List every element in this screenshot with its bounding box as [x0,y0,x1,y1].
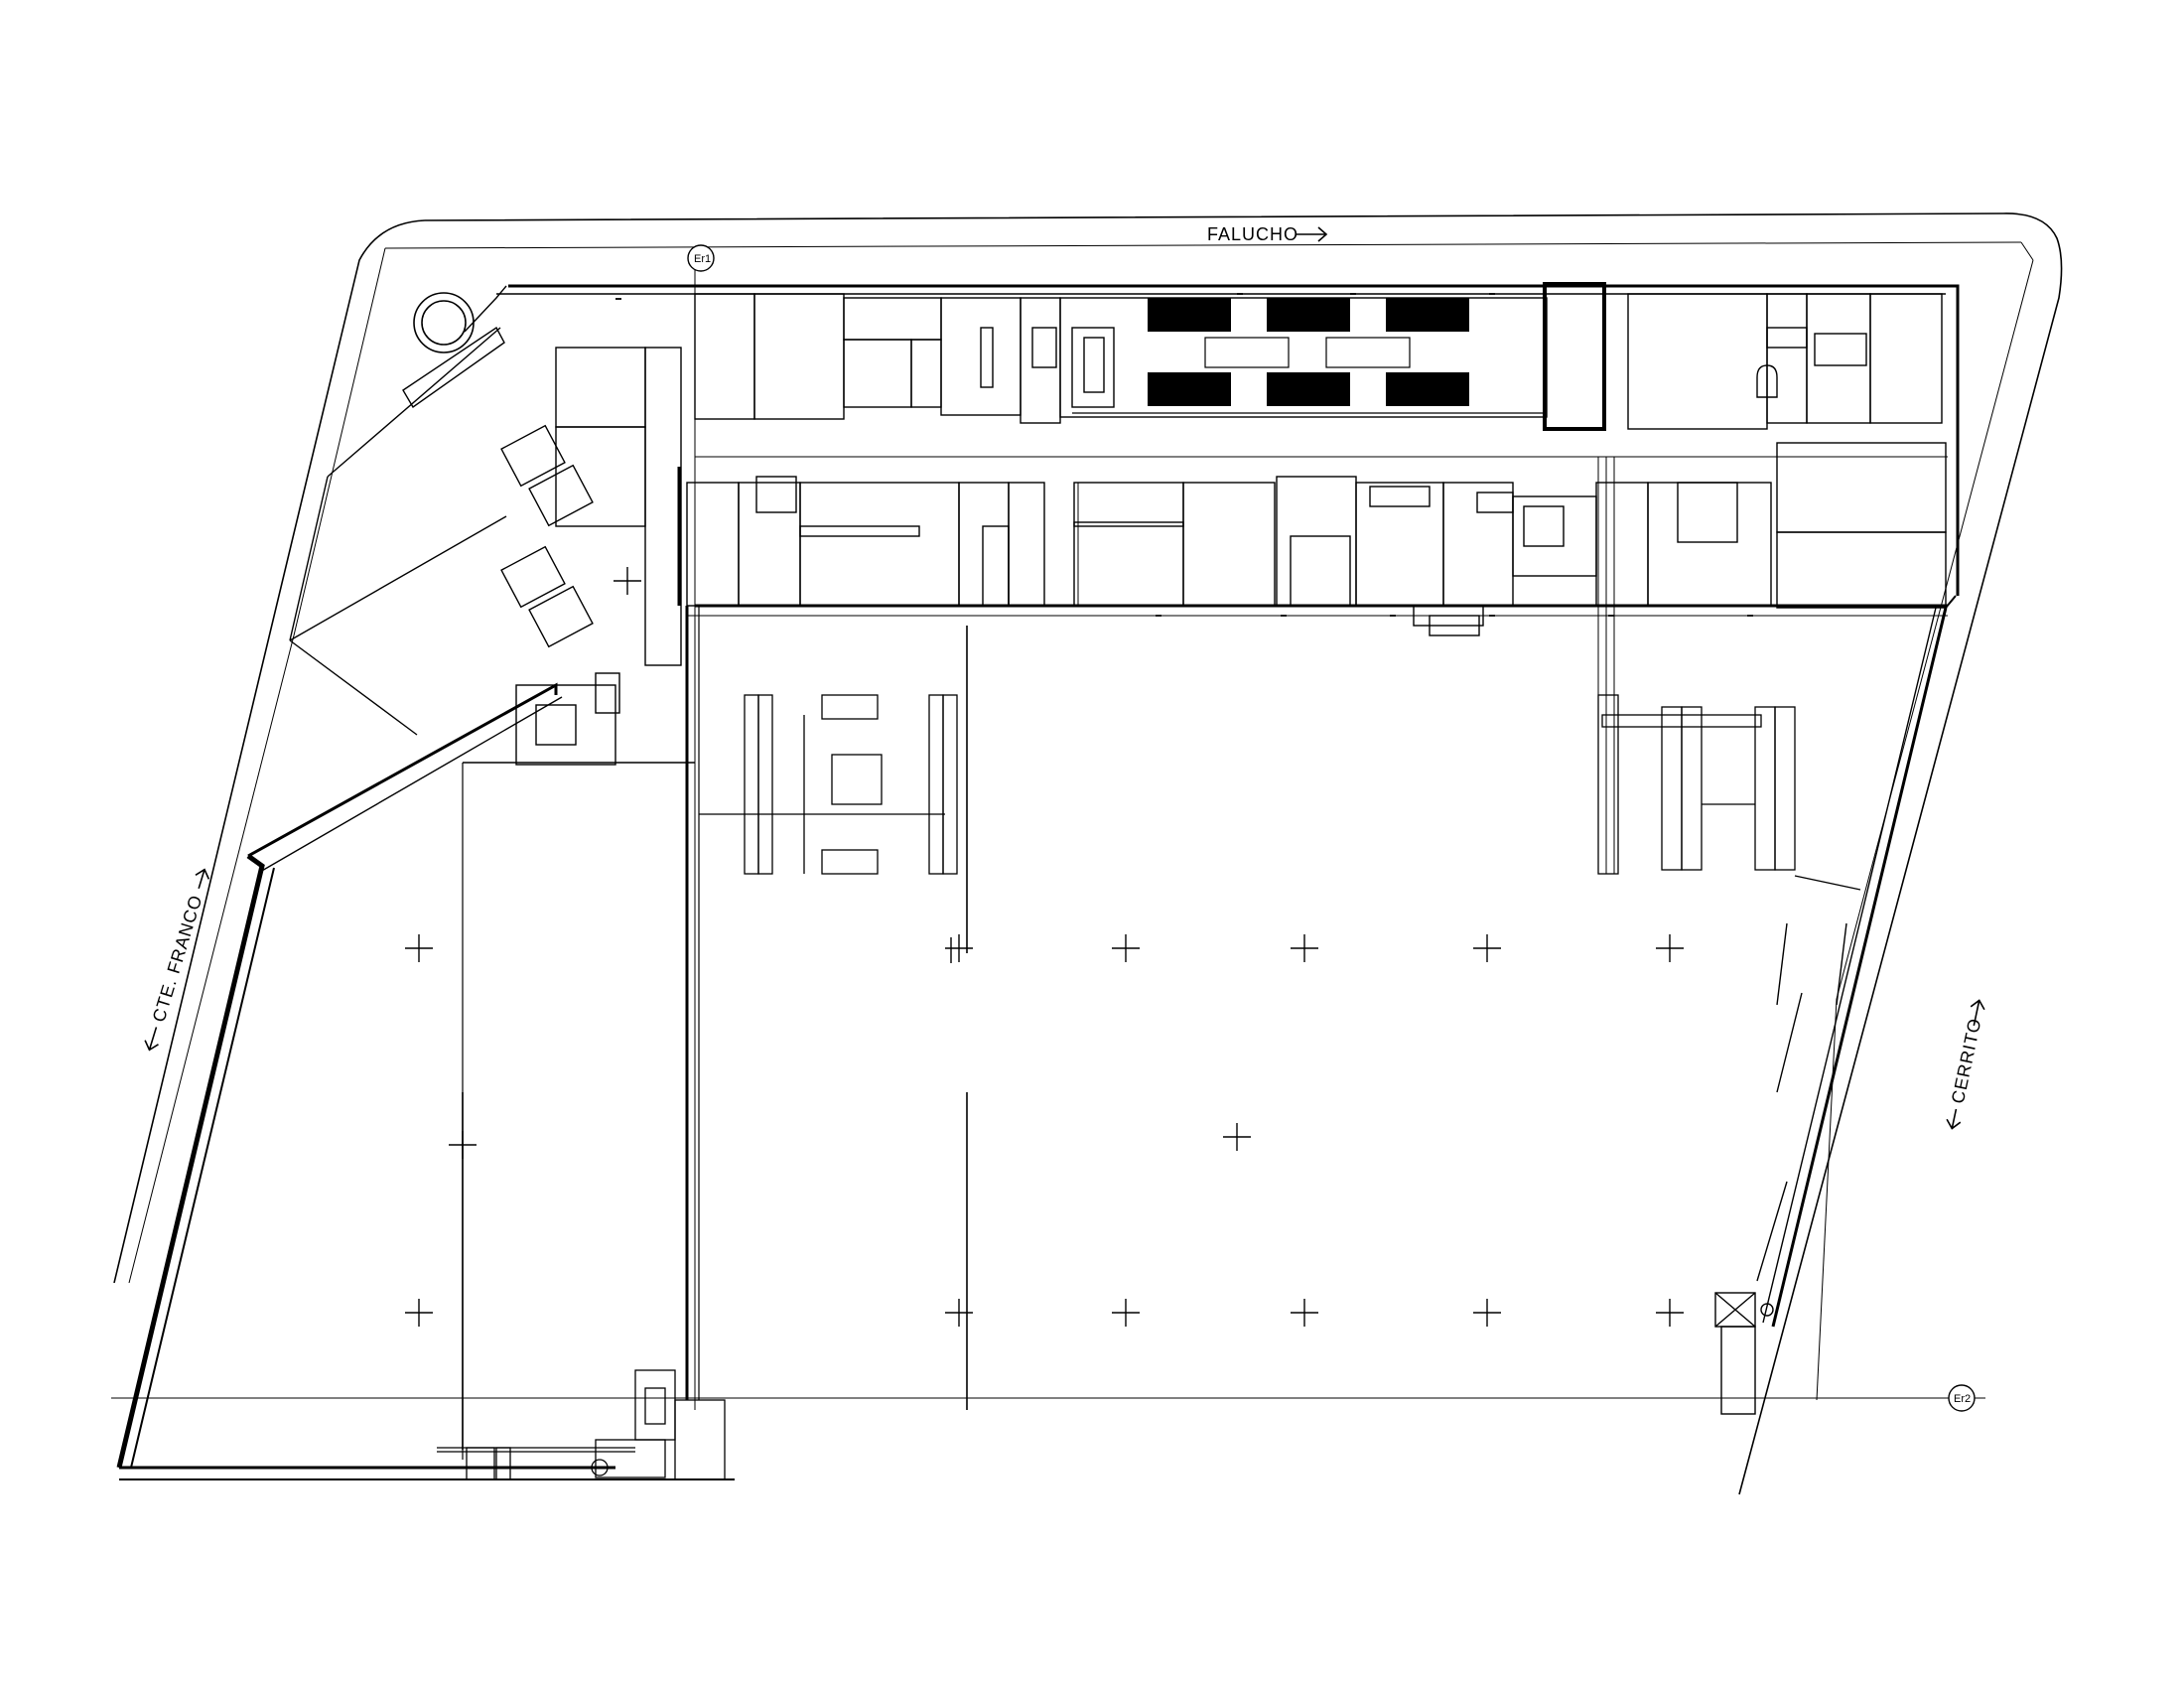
corner-tank [413,292,475,353]
arrow-left-icon [144,1027,159,1052]
arrow-right-icon [1970,999,1985,1027]
storage-racks-right [1597,694,1861,891]
street-label-right: CERRITO [1946,999,1985,1130]
arrow-left-icon [1946,1108,1962,1130]
annotation-ticks [615,293,1753,617]
street-name-cerrito: CERRITO [1948,1016,1985,1105]
street-label-left: CTE. FRANCO [144,868,210,1052]
arrow-right-icon [1297,226,1328,242]
column-crosses [405,567,1684,1327]
grid-bubble-2[interactable]: Er2 [1948,1384,1976,1412]
top-service-strip [694,282,1943,431]
street-name-falucho: FALUCHO [1207,224,1298,244]
sidewalk-lines [111,241,2034,1410]
grid-bubble-1[interactable]: Er1 [687,244,715,272]
warehouse-guides [462,626,968,1450]
equipment-bars[interactable] [1148,298,1469,406]
street-label-top: FALUCHO [1207,224,1328,244]
stair-block [1714,922,1847,1415]
lot-boundary [113,212,2063,1495]
street-name-cte-franco: CTE. FRANCO [149,893,206,1025]
storage-racks-left [699,694,958,875]
left-cluster [500,347,682,766]
office-band-lines [687,456,1948,874]
ramp-block [289,326,507,736]
equipment-outlines [1072,337,1545,414]
building-outline [116,284,1960,1480]
grid-bubble-2-label: Er2 [1954,1393,1971,1405]
bottom-utility-strip [437,1369,726,1480]
arrow-right-icon [195,868,210,890]
grid-bubble-1-label: Er1 [694,253,711,265]
